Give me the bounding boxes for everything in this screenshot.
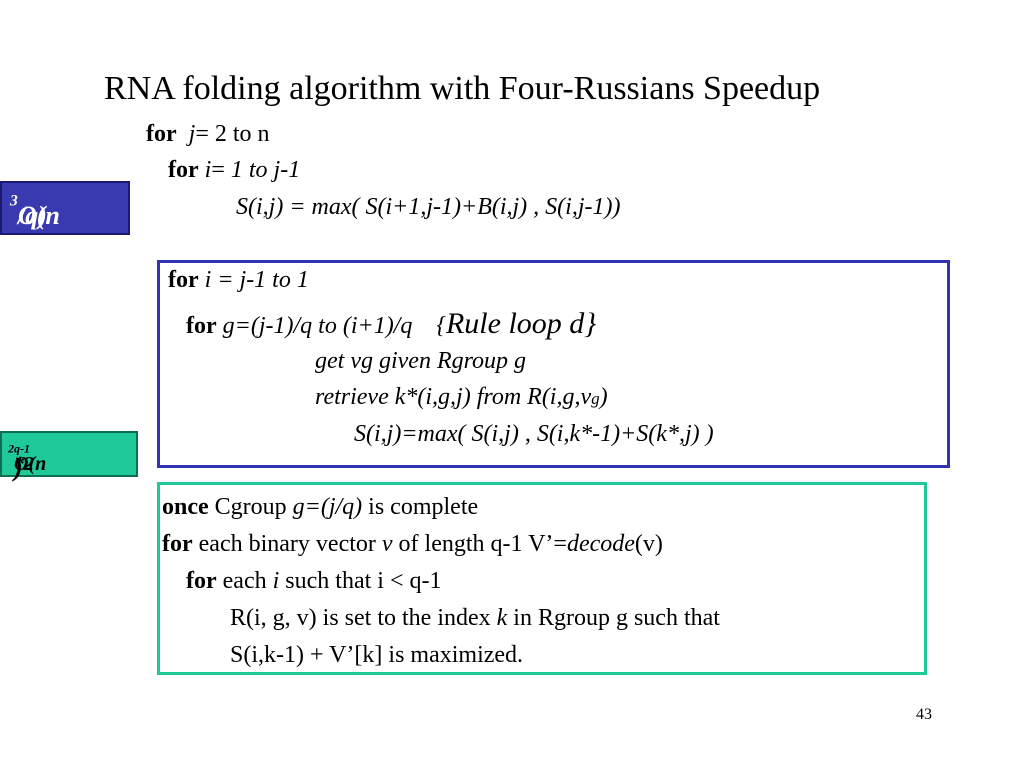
text: of length q-1 V’= [392,531,567,557]
blue-line5: S(i,j)=max( S(i,j) , S(i,k*-1)+S(k*,j) ) [354,422,714,446]
loop1-line1: for j= 2 to n [146,122,270,146]
blue-line4: retrieve k*(i,g,j) from R(i,g,vg) [315,385,608,409]
range: g=(j-1)/q to (i+1)/q [216,313,413,339]
var-k: k [496,605,508,631]
loop1-line2: for i= 1 to j-1 [168,158,300,182]
equals: = [195,121,209,147]
table-build-box [157,482,927,675]
range: 2 to n [208,121,270,147]
keyword-for: for [186,568,217,594]
green-line5: S(i,k-1) + V’[k] is maximized. [230,643,523,667]
green-line2: for each binary vector v of length q-1 V… [162,532,663,556]
range: 1 to j-1 [224,157,301,183]
var-v: v [381,531,393,557]
text: each binary vector [192,531,382,557]
keyword-for: for [168,267,199,293]
text: (v) [634,531,663,557]
var-i: i [204,267,212,293]
recurrence: S(i,j) = max( S(i+1,j-1)+B(i,j) , S(i,j-… [236,194,621,220]
rule-comment: Rule loop d} [445,307,597,340]
text: is complete [362,494,479,520]
keyword-for: for [186,313,217,339]
keyword-for: for [162,531,193,557]
text: in Rgroup g such that [507,605,720,631]
green-line4: R(i, g, v) is set to the index k in Rgro… [230,606,720,630]
brace: { [436,313,446,339]
keyword-for: for [168,157,199,183]
code-text: get vg given Rgroup g [315,348,527,374]
code-text: ) [599,384,608,410]
keyword-once: once [162,494,209,520]
text: each [216,568,273,594]
code-text: retrieve k*(i,g,j) from R(i,g,v [315,384,592,410]
page-number: 43 [916,706,932,723]
fn-decode: decode [566,531,635,557]
text: such that i < q-1 [279,568,442,594]
var-g: g=(j/q) [292,494,363,520]
text: Cgroup [208,494,293,520]
equals: = [211,157,225,183]
inner-loop-box [157,260,950,468]
recurrence: S(i,j)=max( S(i,j) , S(i,k*-1)+S(k*,j) ) [354,421,714,447]
text: S(i,k-1) + V’[k] is maximized. [230,642,524,668]
blue-line3: get vg given Rgroup g [315,349,526,373]
var-i: i [204,157,212,183]
var-j: j [188,121,196,147]
green-line1: once Cgroup g=(j/q) is complete [162,495,478,519]
keyword-for: for [146,121,177,147]
slide-title: RNA folding algorithm with Four-Russians… [104,70,821,107]
loop1-line3: S(i,j) = max( S(i+1,j-1)+B(i,j) , S(i,j-… [236,195,620,219]
blue-line2: for g=(j-1)/q to (i+1)/q {Rule loop d} [186,309,596,339]
green-line3: for each i such that i < q-1 [186,569,441,593]
blue-line1: for i = j-1 to 1 [168,268,309,292]
text: R(i, g, v) is set to the index [230,605,497,631]
range: = j-1 to 1 [211,267,309,293]
var-i: i [272,568,280,594]
subscript: g [591,389,600,408]
